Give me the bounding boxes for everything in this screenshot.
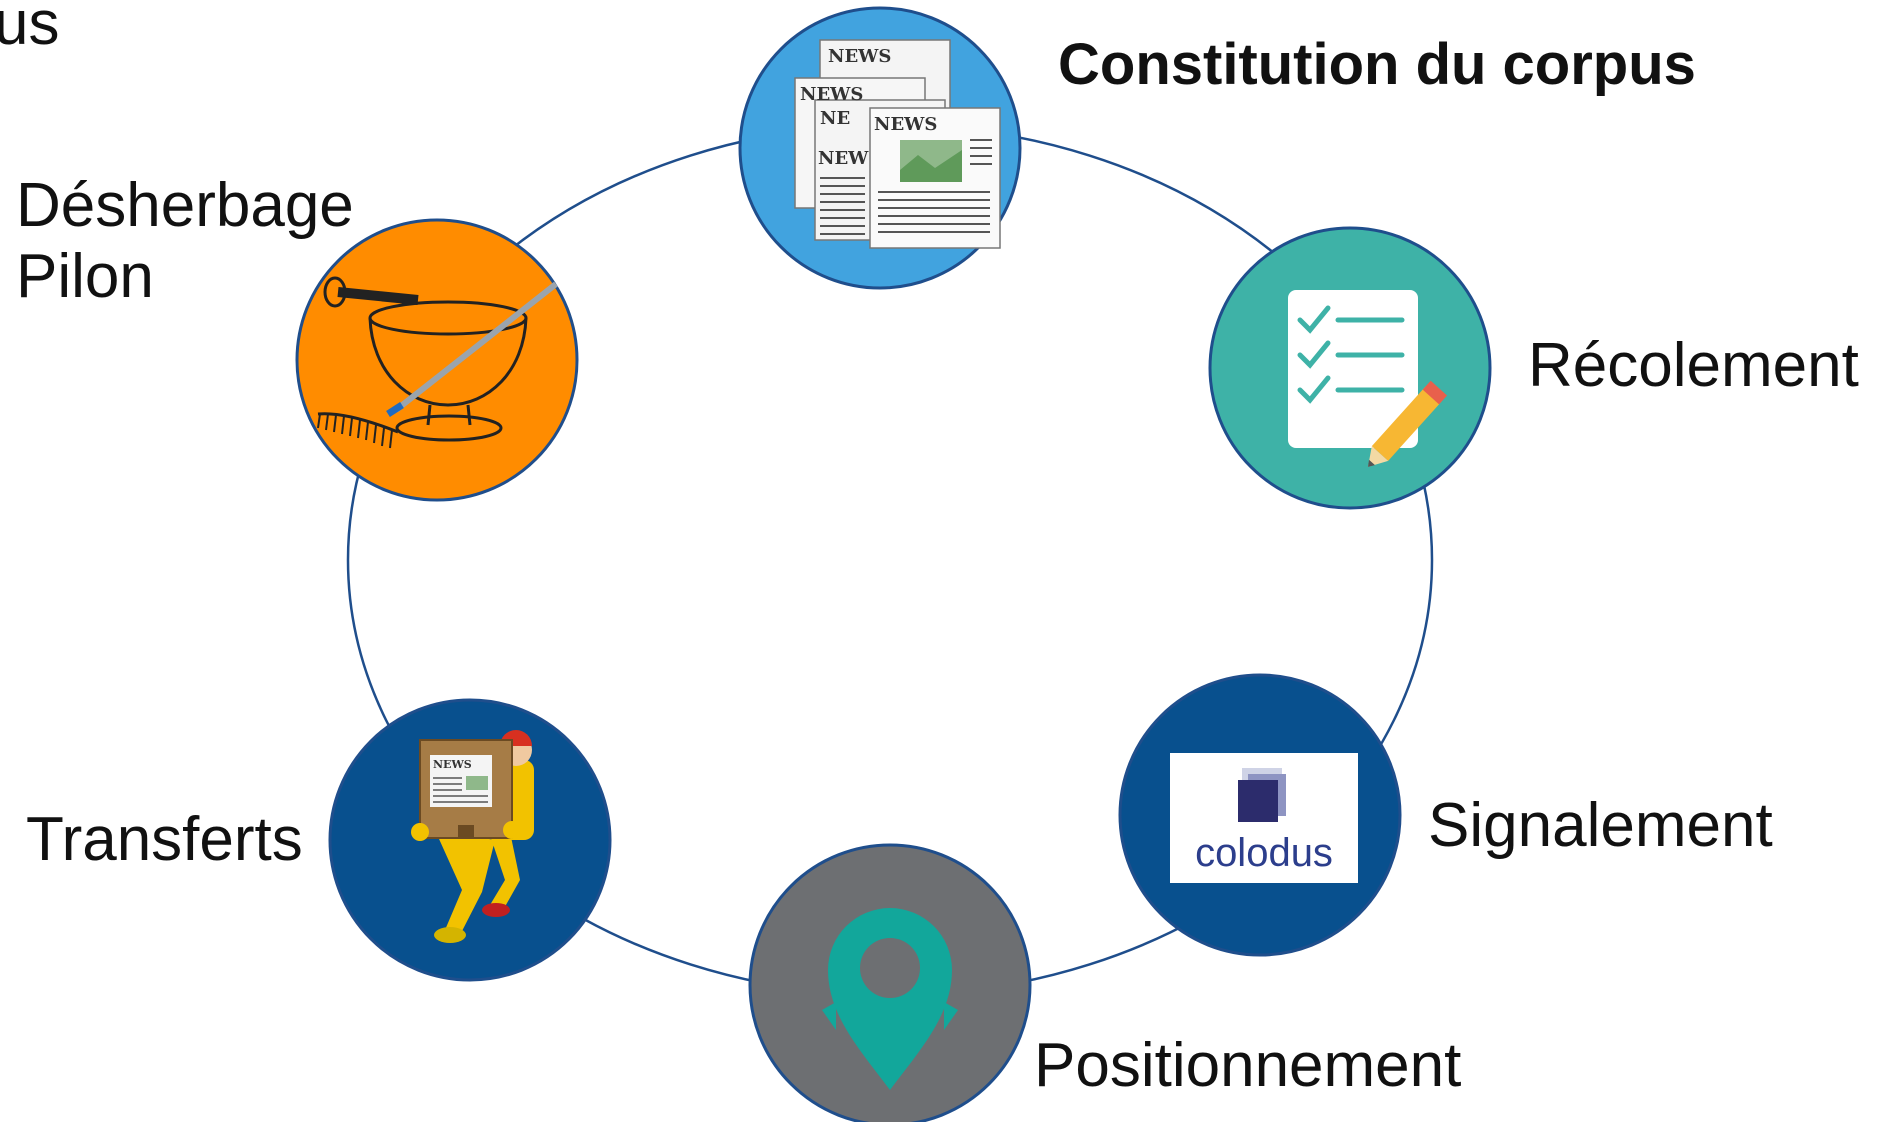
svg-text:NEWS: NEWS [433,758,472,771]
header-fragment: us [0,0,60,58]
newspapers-icon: NEWS NEWS NE NEWS NEW [794,39,1001,249]
svg-text:NE: NE [820,108,850,129]
stage-desherbage-node [295,218,579,502]
label-signalement: Signalement [1428,791,1773,860]
map-pin-icon [822,908,958,1090]
stage-constitution-node: NEWS NEWS NE NEWS NEW [738,6,1022,290]
label-pilon: Pilon [16,242,154,312]
svg-text:NEWS: NEWS [874,114,937,135]
stage-transferts-node: NEWS [328,698,612,982]
svg-text:NEWS: NEWS [800,84,863,105]
label-recolement: Récolement [1528,331,1859,400]
label-desherbage: Désherbage [16,171,354,240]
colodus-logo-text: colodus [1195,831,1333,875]
stage-positionnement-node [748,843,1032,1122]
stage-recolement-node [1208,226,1492,510]
mortar-and-rake-icon [317,276,558,449]
mover-carrying-box-icon: NEWS [411,730,534,943]
svg-text:NEWS: NEWS [828,46,891,67]
stage-signalement-node: colodus [1118,673,1402,957]
colodus-logo: colodus [1170,753,1358,883]
label-transferts: Transferts [26,805,303,874]
label-positionnement: Positionnement [1034,1031,1462,1100]
label-desherbage-pilon: Désherbage Pilon [16,170,354,313]
svg-text:NEW: NEW [818,148,869,169]
label-constitution-du-corpus: Constitution du corpus [1058,32,1696,97]
checklist-pencil-icon [1288,290,1448,467]
